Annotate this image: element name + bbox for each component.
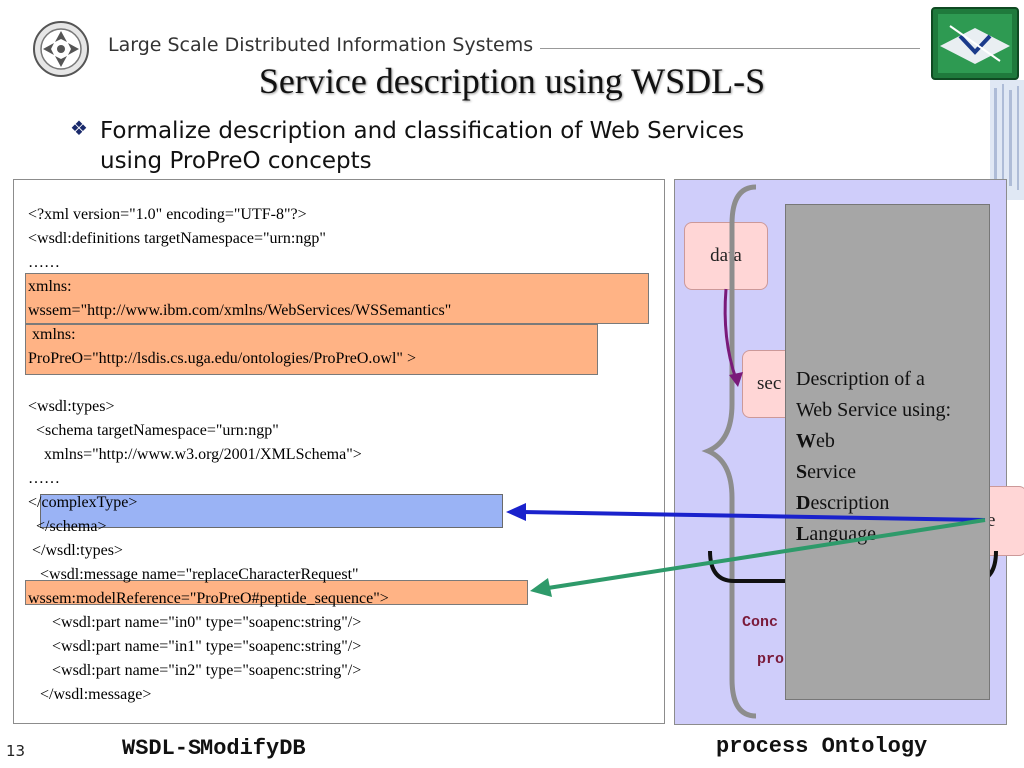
code-line: <wsdl:message name="replaceCharacterRequ… (28, 566, 359, 583)
green-arrow-line (547, 518, 986, 590)
concept-label-partial: Conc (742, 614, 779, 631)
curly-brace-icon (701, 184, 757, 719)
namespace-highlight-propreo (25, 324, 598, 375)
complex-type-highlight (40, 494, 503, 528)
code-line: <wsdl:part name="in0" type="soapenc:stri… (28, 614, 362, 631)
acronym-description: Description (796, 492, 890, 514)
code-line: <schema targetNamespace="urn:ngp" (28, 422, 279, 439)
code-line: xmlns: (28, 278, 72, 295)
footer-wsdl-s: WSDL-S (122, 736, 202, 761)
green-arrowhead-icon (530, 578, 552, 597)
description-text: Description of a Web Service using: Web … (796, 364, 951, 550)
bullet-text: Formalize description and classification… (100, 116, 744, 176)
lsdis-logo (32, 20, 90, 78)
code-line: </wsdl:types> (28, 542, 123, 559)
purple-arrow-line (723, 288, 738, 380)
bullet-line: using ProPreO concepts (100, 148, 372, 174)
code-line: wssem="http://www.ibm.com/xmlns/WebServi… (28, 302, 452, 319)
purple-arrowhead-icon (729, 372, 743, 387)
code-line: <wsdl:part name="in1" type="soapenc:stri… (28, 638, 362, 655)
description-callout (785, 204, 990, 700)
bullet-icon: ❖ (70, 118, 88, 140)
namespace-highlight-wssem (25, 273, 649, 324)
acronym-web: Web (796, 430, 835, 452)
description-line: Description of a (796, 368, 925, 390)
footer-modifydb: ModifyDB (200, 736, 306, 761)
blue-arrowhead-icon (506, 503, 526, 521)
wsdl-code-panel (13, 179, 665, 724)
page-number: 13 (6, 742, 26, 760)
code-line: <?xml version="1.0" encoding="UTF-8"?> (28, 206, 307, 223)
header-divider (540, 48, 920, 49)
organization-name: Large Scale Distributed Information Syst… (108, 34, 534, 56)
slide-title: Service description using WSDL-S (258, 61, 766, 101)
code-line: xmlns: (28, 326, 76, 343)
code-line: wssem:modelReference="ProPreO#peptide_se… (28, 590, 389, 607)
code-line: …… (28, 470, 60, 487)
code-line: </complexType> (28, 494, 138, 511)
blue-arrow-line (521, 510, 986, 522)
acronym-service: Service (796, 461, 856, 483)
data-concept-box: data (684, 222, 768, 290)
description-line: Web Service using: (796, 399, 952, 421)
code-line: …… (28, 254, 60, 271)
code-line: ProPreO="http://lsdis.cs.uga.edu/ontolog… (28, 350, 416, 367)
code-line: <wsdl:types> (28, 398, 115, 415)
model-reference-highlight (25, 580, 528, 605)
university-logo (930, 6, 1020, 81)
code-line: <wsdl:definitions targetNamespace="urn:n… (28, 230, 326, 247)
code-line: </schema> (28, 518, 107, 535)
code-line: </wsdl:message> (28, 686, 152, 703)
footer-process-ontology: process Ontology (716, 734, 928, 759)
bullet-line: Formalize description and classification… (100, 118, 745, 144)
code-line: <wsdl:part name="in2" type="soapenc:stri… (28, 662, 362, 679)
code-line: xmlns="http://www.w3.org/2001/XMLSchema"… (28, 446, 362, 463)
process-label-partial: pro (757, 651, 785, 668)
